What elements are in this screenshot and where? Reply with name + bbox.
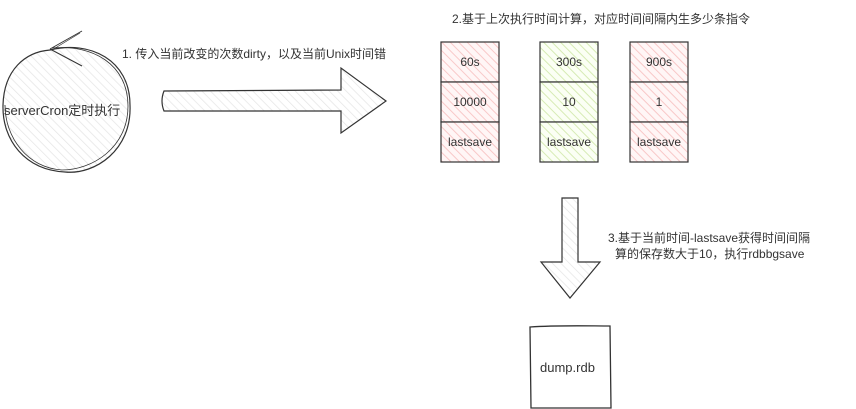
- save-rule-cell-seconds: [539, 41, 599, 83]
- save-rule-lastsave-text: lastsave: [636, 135, 682, 149]
- save-rule-column[interactable]: [440, 41, 500, 163]
- save-rule-column[interactable]: [629, 41, 689, 163]
- save-rule-cell-lastsave: [539, 121, 599, 163]
- server-cron-label: serverCron定时执行: [4, 103, 121, 118]
- save-rule-seconds-text: 900s: [645, 55, 673, 69]
- step2-label: 2.基于上次执行时间计算，对应时间间隔内生多少条指令: [452, 12, 751, 26]
- step3-label-line2: 算的保存数大于10，执行rdbbgsave: [615, 247, 805, 261]
- server-cron-node[interactable]: [2, 30, 131, 173]
- down-arrow: [539, 197, 602, 299]
- save-rule-changes-text: 1: [655, 95, 663, 109]
- loop-arrowhead-icon: [49, 30, 83, 67]
- save-rule-cell-changes: [539, 81, 599, 123]
- save-rule-column[interactable]: [539, 41, 599, 163]
- save-rule-seconds-text: 60s: [460, 55, 480, 69]
- step3-label-line1: 3.基于当前时间-lastsave获得时间间隔: [608, 231, 811, 245]
- save-rule-cell-lastsave: [440, 121, 500, 163]
- save-rule-seconds-text: 300s: [555, 55, 583, 69]
- dump-rdb-label: dump.rdb: [540, 360, 595, 375]
- dump-rdb-node[interactable]: [529, 325, 612, 409]
- right-arrow: [161, 66, 388, 135]
- save-rule-lastsave-text: lastsave: [546, 135, 592, 149]
- save-rule-cell-changes: [629, 81, 689, 123]
- save-rule-cell-seconds: [440, 41, 500, 83]
- save-rule-changes-text: 10: [562, 95, 576, 109]
- save-rule-lastsave-text: lastsave: [447, 135, 493, 149]
- save-rule-changes-text: 10000: [453, 95, 487, 109]
- save-rule-cell-seconds: [629, 41, 689, 83]
- save-rule-cell-lastsave: [629, 121, 689, 163]
- step1-label: 1. 传入当前改变的次数dirty，以及当前Unix时间错: [122, 47, 387, 61]
